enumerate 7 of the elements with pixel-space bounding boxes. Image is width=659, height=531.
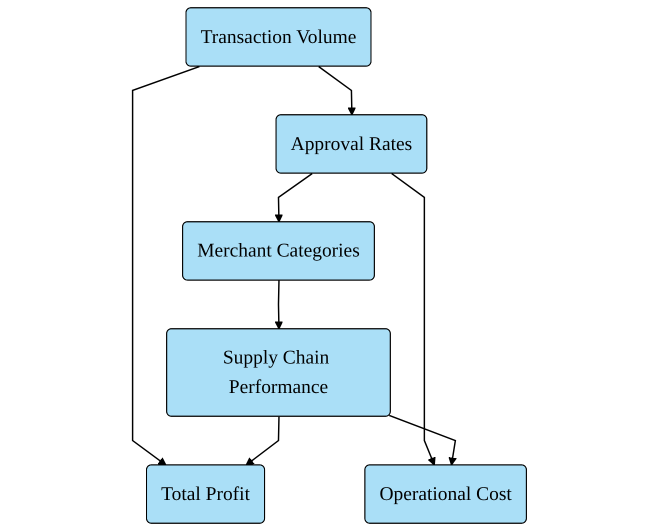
arrow bbox=[132, 66, 200, 466]
arrow bbox=[274, 173, 313, 223]
arrow bbox=[391, 173, 436, 466]
arrow bbox=[389, 414, 457, 466]
arrow bbox=[318, 66, 356, 116]
arrow bbox=[245, 416, 280, 466]
arrow bbox=[274, 280, 284, 330]
